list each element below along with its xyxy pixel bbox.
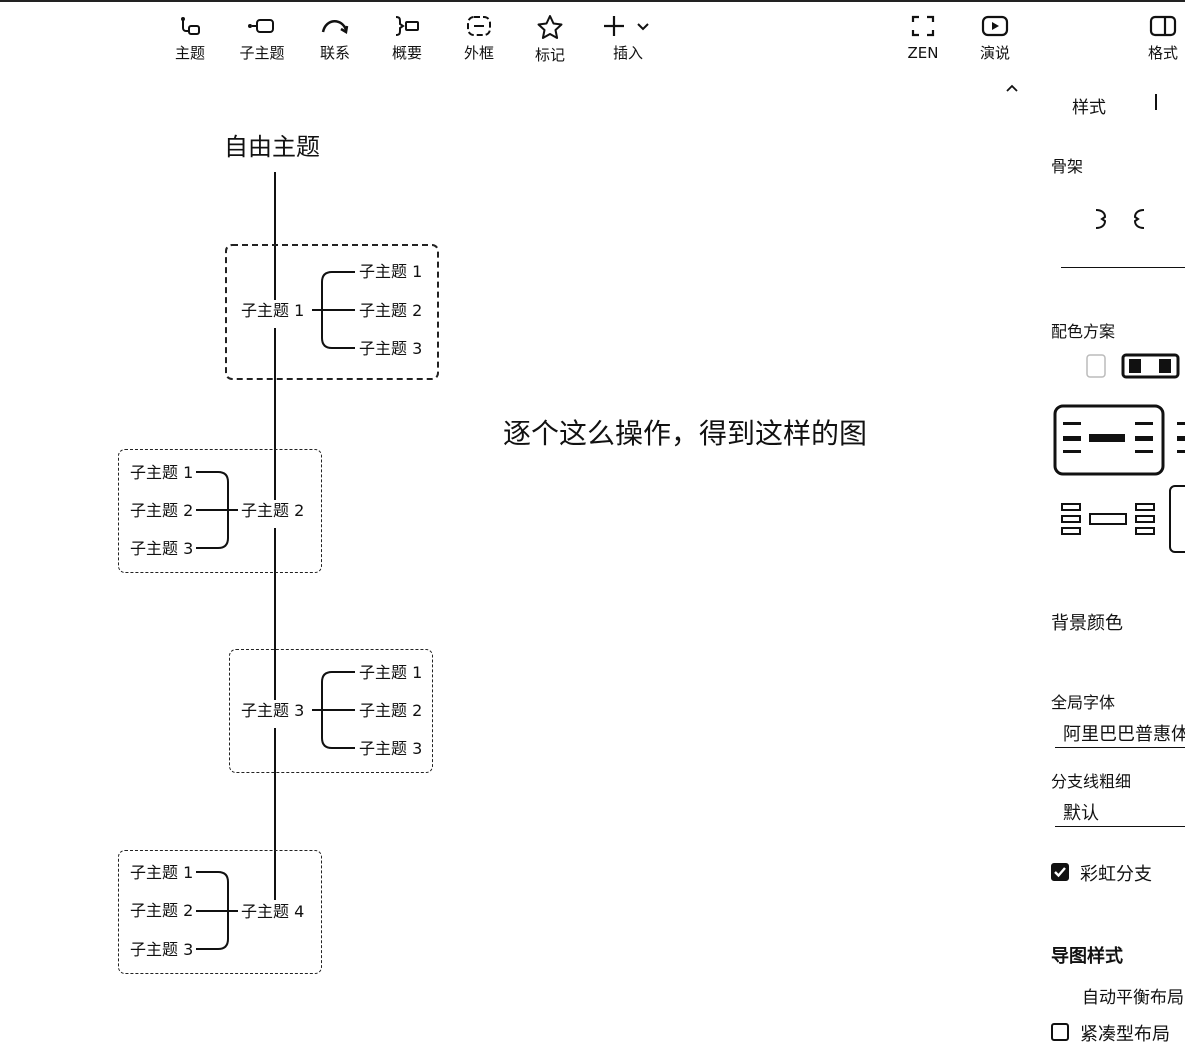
rainbow-branch-checkbox[interactable] xyxy=(1051,863,1069,881)
format-label: 格式 xyxy=(1147,44,1178,62)
summary-label: 概要 xyxy=(391,44,422,62)
boundary-frame[interactable] xyxy=(118,850,322,974)
presentation-button[interactable]: 演说 xyxy=(965,14,1025,62)
presentation-label: 演说 xyxy=(979,44,1010,62)
topic-icon xyxy=(181,17,200,35)
zen-button[interactable]: ZEN xyxy=(893,14,953,62)
branch-width-select[interactable]: 默认 xyxy=(1063,803,1099,824)
branch-width-label: 分支线粗细 xyxy=(1051,772,1132,791)
relationship-label: 联系 xyxy=(319,44,350,62)
color-swatch-icon[interactable] xyxy=(1085,352,1185,380)
mindmap-canvas[interactable]: 自由主题 子主题 1 子主题 1 子主题 2 子主题 3 子主题 2 子主题 1… xyxy=(0,90,1030,1044)
zen-label: ZEN xyxy=(907,44,939,62)
format-panel: 样式 骨架 配色方案 背景颜色 全局字体 阿里巴巴普惠体 分支线粗细 默认 彩虹… xyxy=(1030,80,1185,1044)
child-node[interactable]: 子主题 3 xyxy=(130,539,194,558)
child-node[interactable]: 子主题 2 xyxy=(359,301,423,320)
child-node[interactable]: 子主题 3 xyxy=(359,339,423,358)
collapse-toolbar-icon[interactable] xyxy=(1004,82,1020,94)
background-color-label: 背景颜色 xyxy=(1051,613,1123,634)
window-top-border xyxy=(0,0,1185,2)
tab-divider xyxy=(1155,94,1157,110)
skeleton-preview-icon[interactable] xyxy=(1090,206,1150,236)
annotation-text: 逐个这么操作，得到这样的图 xyxy=(503,417,868,450)
topic-button[interactable]: 主题 xyxy=(160,14,220,62)
boundary-frame[interactable] xyxy=(225,244,439,380)
child-node[interactable]: 子主题 3 xyxy=(359,739,423,758)
map-style-heading: 导图样式 xyxy=(1051,946,1123,967)
divider xyxy=(1061,267,1185,268)
boundary-label: 外框 xyxy=(463,44,494,62)
topic-label: 主题 xyxy=(174,44,205,62)
subtopic-button[interactable]: 子主题 xyxy=(232,14,292,62)
subtopic-node[interactable]: 子主题 3 xyxy=(241,701,305,720)
child-node[interactable]: 子主题 1 xyxy=(359,262,423,281)
marker-label: 标记 xyxy=(534,46,565,64)
subtopic-label: 子主题 xyxy=(239,44,285,62)
compact-layout-label: 紧凑型布局 xyxy=(1080,1024,1170,1044)
boundary-icon xyxy=(467,16,491,36)
play-icon xyxy=(981,15,1009,37)
child-node[interactable]: 子主题 2 xyxy=(130,501,194,520)
insert-button[interactable]: 插入 xyxy=(598,14,658,62)
format-panel-icon xyxy=(1149,15,1177,37)
zen-icon xyxy=(911,15,935,37)
compact-layout-checkbox[interactable] xyxy=(1051,1023,1069,1041)
color-scheme-label: 配色方案 xyxy=(1051,322,1116,341)
summary-icon xyxy=(395,16,419,36)
tab-style[interactable]: 样式 xyxy=(1072,98,1106,118)
child-node[interactable]: 子主题 2 xyxy=(359,701,423,720)
boundary-frame[interactable] xyxy=(118,449,322,573)
subtopic-node[interactable]: 子主题 2 xyxy=(241,501,305,520)
summary-button[interactable]: 概要 xyxy=(377,14,437,62)
child-node[interactable]: 子主题 3 xyxy=(130,940,194,959)
subtopic-node[interactable]: 子主题 4 xyxy=(241,902,305,921)
child-node[interactable]: 子主题 1 xyxy=(359,663,423,682)
marker-button[interactable]: 标记 xyxy=(520,14,580,64)
plus-icon xyxy=(604,16,649,36)
relationship-button[interactable]: 联系 xyxy=(305,14,365,62)
global-font-label: 全局字体 xyxy=(1051,693,1116,712)
global-font-select[interactable]: 阿里巴巴普惠体 xyxy=(1063,724,1185,745)
skeleton-label: 骨架 xyxy=(1051,157,1084,176)
rainbow-branch-label: 彩虹分支 xyxy=(1080,864,1152,885)
relationship-icon xyxy=(321,20,349,35)
auto-balance-option[interactable]: 自动平衡布局 xyxy=(1082,988,1184,1008)
theme-preview-icon[interactable] xyxy=(1058,484,1185,554)
star-icon xyxy=(537,15,563,39)
boundary-button[interactable]: 外框 xyxy=(449,14,509,62)
subtopic-icon xyxy=(248,19,274,33)
theme-preview-icon[interactable] xyxy=(1053,404,1185,476)
child-node[interactable]: 子主题 1 xyxy=(130,463,194,482)
divider xyxy=(1055,826,1185,827)
boundary-frame[interactable] xyxy=(229,649,433,773)
format-button[interactable]: 格式 xyxy=(1133,14,1185,62)
subtopic-node[interactable]: 子主题 1 xyxy=(241,301,305,320)
root-topic[interactable]: 自由主题 xyxy=(224,133,320,161)
child-node[interactable]: 子主题 1 xyxy=(130,863,194,882)
mindmap-connectors xyxy=(196,172,355,950)
check-icon xyxy=(1054,867,1066,878)
child-node[interactable]: 子主题 2 xyxy=(130,901,194,920)
divider xyxy=(1055,747,1185,748)
insert-label: 插入 xyxy=(612,44,643,62)
